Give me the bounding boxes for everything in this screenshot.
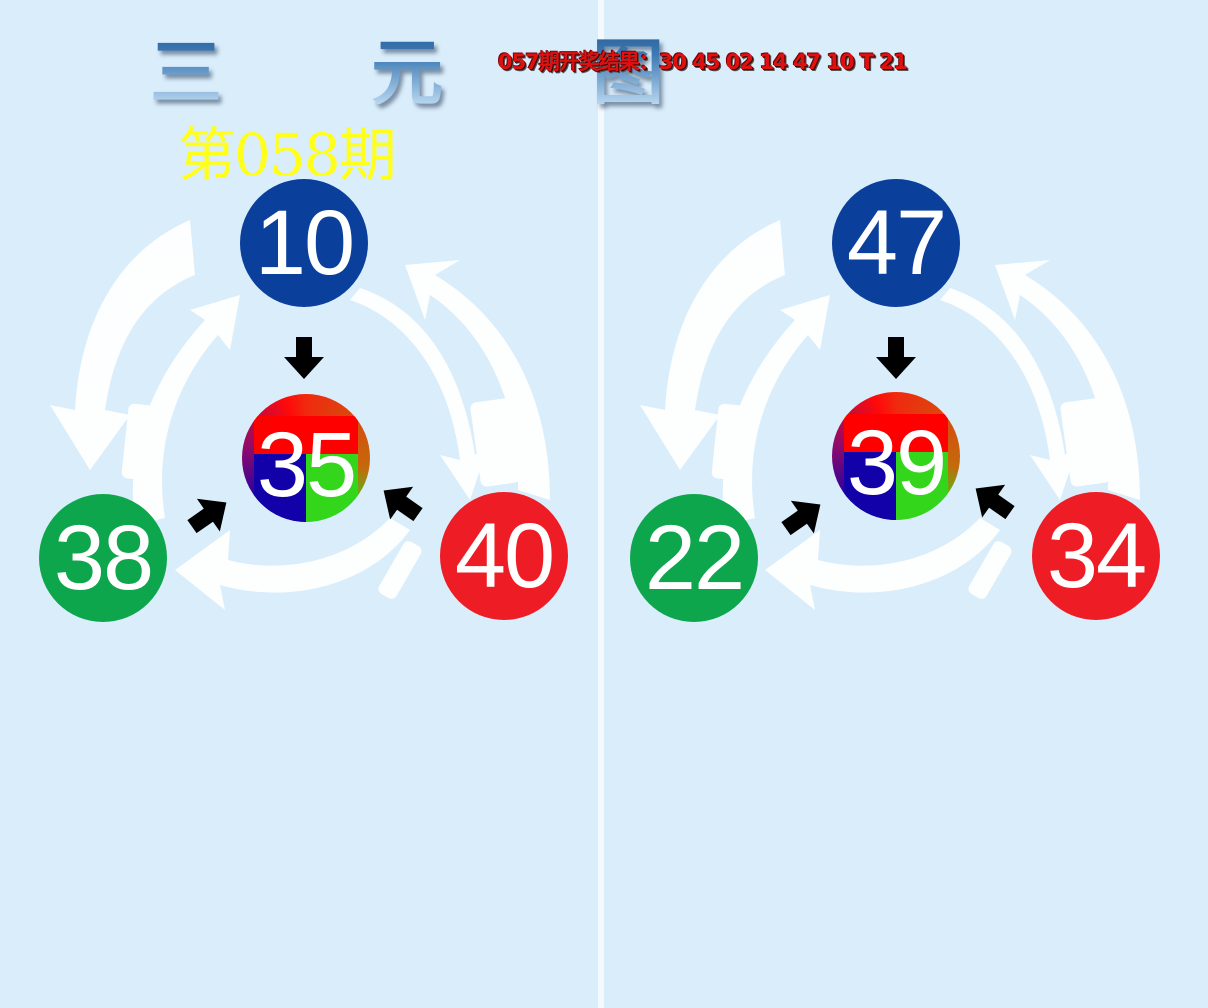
- arrow-up-left-icon: [975, 484, 1015, 520]
- center-ball: 39: [832, 392, 960, 520]
- arrow-down-icon: [876, 337, 916, 379]
- ball-number: 10: [254, 192, 355, 294]
- latest-draw-result: 057期开奖结果：30 45 02 14 47 10 T 21: [498, 50, 908, 74]
- cycle-arrows-icon: [50, 220, 550, 610]
- issue-number: 第058期: [178, 121, 397, 189]
- ball-number: 22: [644, 507, 745, 609]
- ball-number: 38: [53, 507, 154, 609]
- right-ball: 34: [1032, 492, 1160, 620]
- right-ball: 40: [440, 492, 568, 620]
- arrow-up-left-icon: [383, 486, 423, 522]
- top-ball: 47: [832, 179, 960, 307]
- top-ball: 10: [240, 179, 368, 307]
- page-title: 三 元 图: [150, 14, 726, 115]
- ball-number: 40: [454, 505, 555, 607]
- ball-number: 39: [846, 412, 947, 514]
- ball-number: 34: [1046, 505, 1147, 607]
- left-ball: 22: [630, 494, 758, 622]
- arrow-down-icon: [284, 337, 324, 379]
- center-ball: 35: [242, 394, 370, 522]
- arrow-up-right-icon: [187, 498, 227, 534]
- left-ball: 38: [39, 494, 167, 622]
- arrow-up-right-icon: [781, 500, 821, 536]
- ball-number: 47: [846, 192, 947, 294]
- cycle-arrows-icon: [640, 220, 1140, 610]
- ball-number: 35: [256, 414, 357, 516]
- panel-divider: [598, 0, 604, 1008]
